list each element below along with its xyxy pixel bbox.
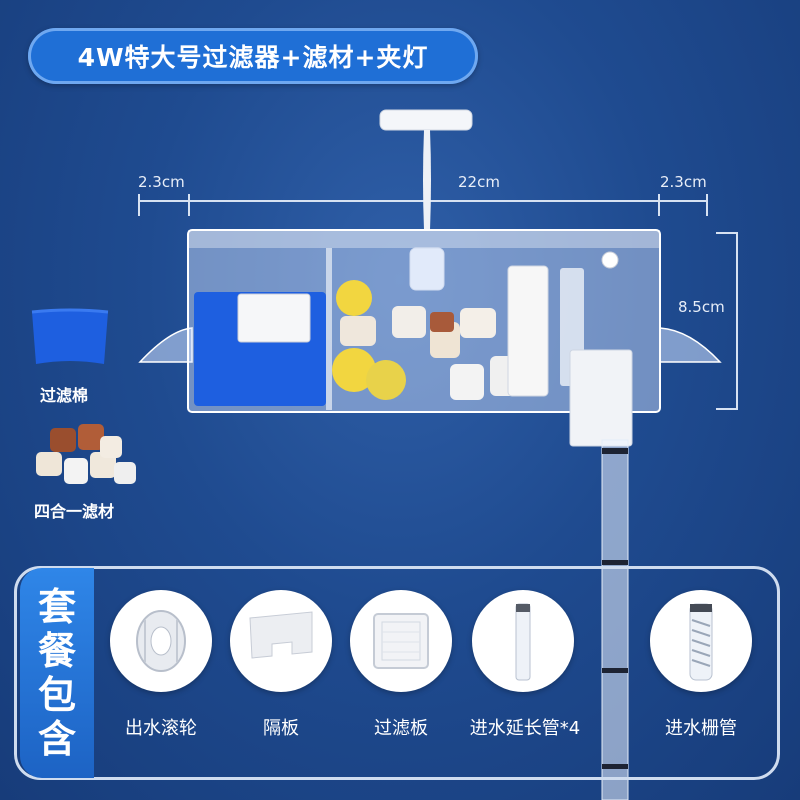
package-item-label: 出水滚轮	[125, 718, 197, 739]
package-item-label: 隔板	[263, 718, 299, 739]
filter-plate-icon	[373, 613, 429, 669]
dimension-line-top	[138, 200, 708, 202]
dimension-right-label: 2.3cm	[660, 173, 707, 191]
package-item-label: 进水栅管	[665, 718, 737, 739]
dimension-tick	[716, 408, 738, 410]
filter-media-icon	[36, 424, 136, 484]
inlet-grid-tube-icon	[689, 603, 713, 681]
package-item-label: 过滤板	[374, 718, 428, 739]
clip-lamp-icon	[379, 109, 473, 291]
partition-board-icon	[249, 611, 313, 659]
package-tag-char: 包	[37, 673, 76, 717]
filter-product-image	[138, 109, 722, 800]
side-label-media: 四合一滤材	[34, 502, 115, 521]
package-tag-char: 含	[37, 717, 76, 761]
side-label-sponge: 过滤棉	[40, 386, 89, 405]
dimension-line-right	[736, 232, 738, 410]
dimension-tick	[658, 194, 660, 216]
filter-sponge-icon	[31, 308, 109, 364]
dimension-height-label: 8.5cm	[678, 298, 725, 316]
package-box	[14, 566, 780, 780]
package-item-filter-plate	[350, 590, 452, 692]
dimension-tick	[138, 194, 140, 216]
package-tag: 套 餐 包 含	[20, 568, 94, 778]
product-title: 4W特大号过滤器+滤材+夹灯	[28, 28, 478, 84]
package-item-grid-tube	[650, 590, 752, 692]
inlet-extension-tube-icon	[515, 603, 531, 681]
package-item-extension-tube	[472, 590, 574, 692]
dimension-left-label: 2.3cm	[138, 173, 185, 191]
dimension-tick	[706, 194, 708, 216]
package-item-label: 进水延长管*4	[469, 718, 581, 739]
package-tag-char: 餐	[37, 629, 76, 673]
dimension-main-label: 22cm	[458, 173, 500, 191]
dimension-tick	[716, 232, 738, 234]
package-tag-char: 套	[37, 585, 76, 629]
dimension-tick	[188, 194, 190, 216]
package-item-partition	[230, 590, 332, 692]
package-item-outlet-roller	[110, 590, 212, 692]
outlet-roller-icon	[136, 610, 186, 672]
